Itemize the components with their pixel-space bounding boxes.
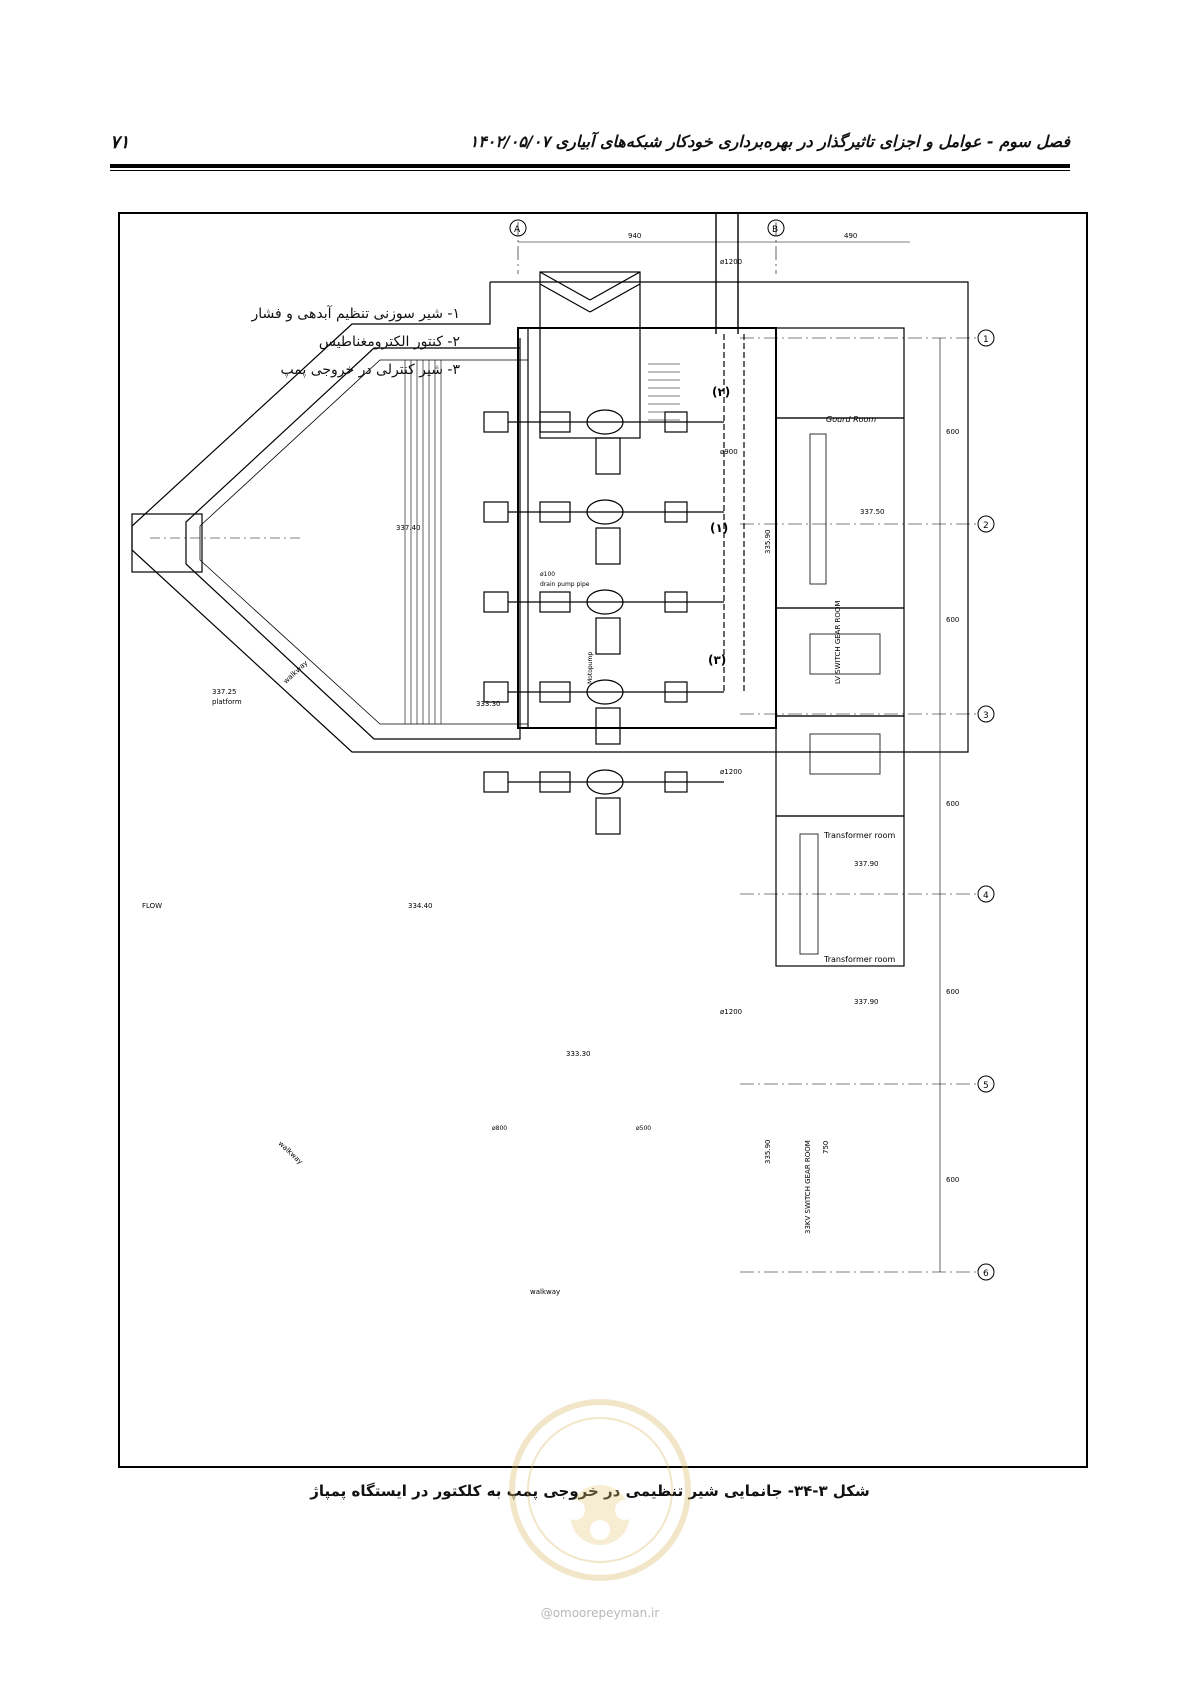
legend-item-2: ۲- کنتور الکترومغناطیس	[318, 334, 460, 350]
dim-top-right: 490	[844, 232, 857, 240]
dim-bay-2: 600	[946, 616, 959, 624]
watermark-seal-icon	[509, 1399, 691, 1581]
dim-bay-4: 600	[946, 988, 959, 996]
grid-bubble-6: 6	[977, 1263, 995, 1281]
flow-label: FLOW	[142, 902, 162, 910]
grid-bubble-4: 4	[977, 885, 995, 903]
level-pool: 334.40	[408, 902, 433, 910]
stairs	[648, 363, 680, 421]
grid-bubble-5: 5	[977, 1075, 995, 1093]
figure-frame: A B 1 2 3 4 5 6 940 490 600 600 600 600 …	[118, 212, 1088, 1468]
marker-three: (۳)	[708, 653, 726, 667]
level-tr2: 337.90	[854, 998, 879, 1006]
lv-room-label: LV SWITCH GEAR ROOM	[834, 601, 842, 684]
header-rule-thin	[110, 170, 1070, 171]
dim-top-left: 940	[628, 232, 641, 240]
dim-bay-1: 600	[946, 428, 959, 436]
pool-outline	[185, 338, 521, 740]
guard-room-label: Gourd Room	[826, 415, 876, 424]
grid-bubble-a: A	[509, 219, 527, 237]
pipe-label-drain-size: ø100	[540, 571, 555, 578]
level-floor-lower: 333.30	[566, 1050, 591, 1058]
level-floor: 333.30	[476, 700, 501, 708]
grid-letter-a: A	[514, 225, 521, 235]
walkway-label-lower: walkway	[277, 1140, 305, 1166]
legend-item-3: ۳- شیر کنترلی در خروجی پمپ	[280, 362, 460, 378]
pipe-label-suction: ø800	[492, 1125, 507, 1132]
legend-item-1: ۱- شیر سوزنی تنظیم آبدهی و فشار	[251, 306, 460, 322]
pump-station-plan	[131, 214, 980, 1273]
pipe-label-collector-lower: ø1200	[720, 768, 742, 776]
pipe-label-drain: drain pump pipe	[540, 581, 590, 588]
transformer-room-2-label: Transformer room	[823, 955, 895, 964]
level-top-left: 337.40	[396, 524, 421, 532]
level-platform: 337.25	[212, 688, 237, 696]
svg-text:4: 4	[983, 891, 989, 901]
hv-room-label: 33KV SWITCH GEAR ROOM	[804, 1140, 812, 1234]
grid-bubble-2: 2	[977, 515, 995, 533]
grid-bubble-3: 3	[977, 705, 995, 723]
level-tr1: 337.90	[854, 860, 879, 868]
dim-bay-3: 600	[946, 800, 959, 808]
level-lv: 337.50	[860, 508, 885, 516]
pipe-label-collector-lowest: ø1200	[720, 1008, 742, 1016]
grid-bubble-1: 1	[977, 329, 995, 347]
figure-caption: شکل ۳-۳۴- جانمایی شیر تنظیمی در خروجی پم…	[310, 1482, 870, 1500]
walkway-label-bottom: walkway	[530, 1288, 560, 1296]
svg-text:1: 1	[983, 335, 989, 345]
svg-text:3: 3	[983, 711, 989, 721]
pipe-label-inlet: ø1200	[720, 258, 742, 266]
transformer-room-1-label: Transformer room	[823, 831, 895, 840]
page-number: ۷۱	[110, 132, 130, 153]
pipe-label-collector-upper: ø900	[720, 448, 738, 456]
trash-rack	[404, 360, 442, 724]
svg-text:2: 2	[983, 521, 989, 531]
header-rule	[110, 164, 1070, 168]
hv-room-dim: 750	[822, 1141, 830, 1154]
pump-units	[483, 409, 724, 835]
watermark-url: @omoorepeyman.ir	[540, 1606, 660, 1620]
motopump-label: Motopump	[587, 652, 594, 684]
figure-legend: ۱- شیر سوزنی تنظیم آبدهی و فشار ۲- کنتور…	[230, 300, 460, 384]
grid-bubble-b: B	[767, 219, 785, 237]
page-header: ۷۱ فصل سوم - عوامل و اجزای تاثیرگذار در …	[110, 130, 1070, 170]
walkway-label-upper: walkway	[282, 659, 310, 685]
dim-bay-5: 600	[946, 1176, 959, 1184]
level-outlet-lower: 335.90	[764, 1140, 772, 1165]
level-outlet: 335.90	[764, 530, 772, 555]
svg-text:6: 6	[983, 1269, 989, 1279]
platform-label: platform	[212, 698, 242, 706]
hv-room	[775, 815, 905, 967]
svg-text:5: 5	[983, 1081, 989, 1091]
inlet-channel	[131, 513, 203, 573]
marker-two: (۲)	[712, 385, 730, 399]
grid-letter-b: B	[772, 225, 778, 235]
pipe-label-discharge: ø500	[636, 1125, 651, 1132]
running-title: فصل سوم - عوامل و اجزای تاثیرگذار در بهر…	[469, 132, 1070, 151]
marker-one: (۱)	[710, 521, 728, 535]
plan-labels: A B 1 2 3 4 5 6 940 490 600 600 600 600 …	[142, 219, 995, 1296]
